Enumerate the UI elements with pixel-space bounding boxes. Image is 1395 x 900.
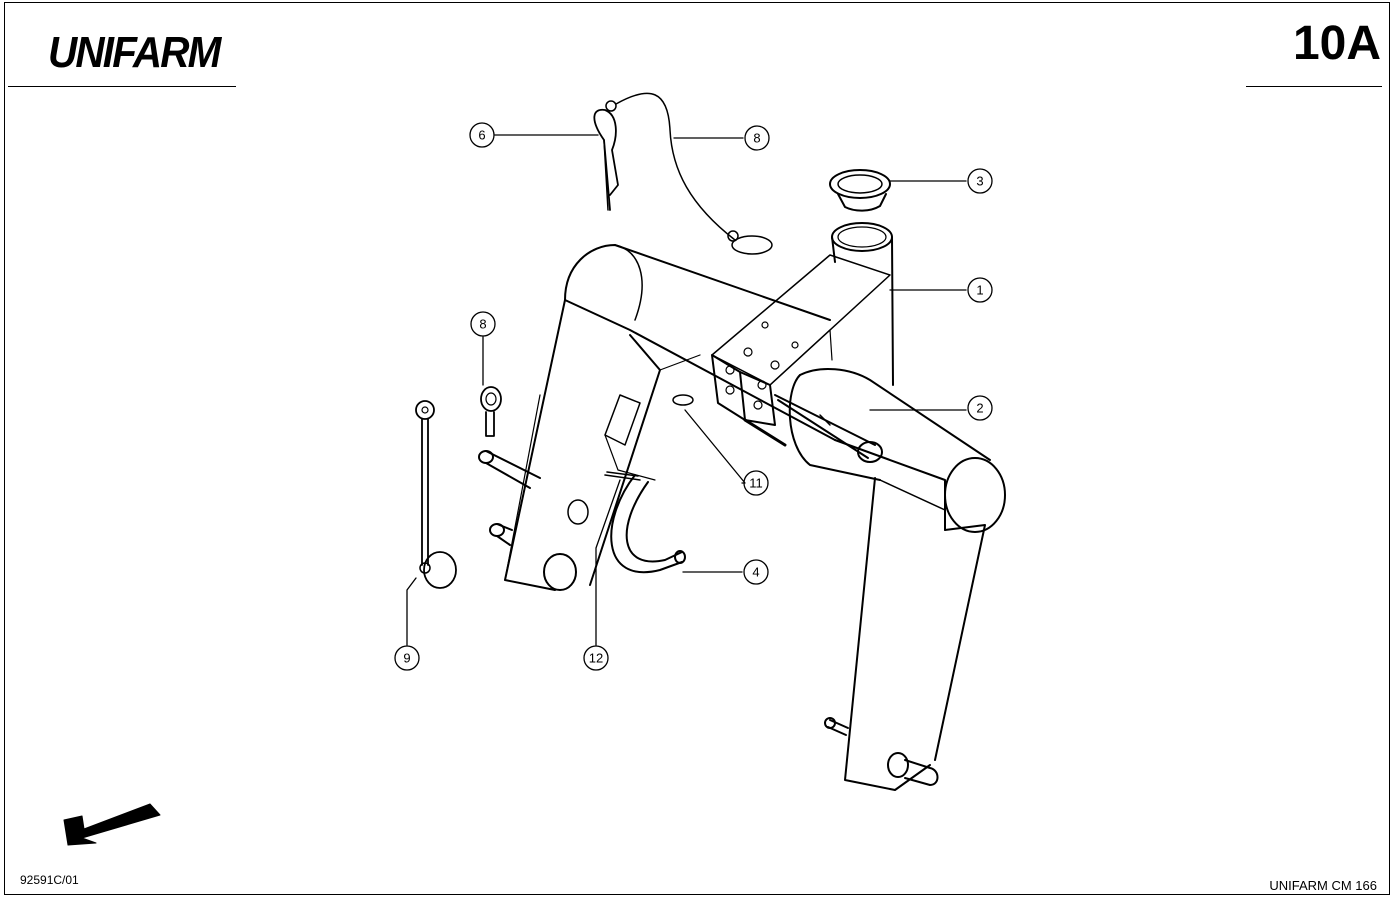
- callout-circle: [743, 470, 769, 496]
- lanyard-part-6: [605, 92, 773, 255]
- bushing-part-3: [829, 169, 891, 212]
- callout-label-11: 11: [749, 476, 763, 491]
- callout-circle: [967, 395, 993, 421]
- page-number: 10A: [1292, 17, 1381, 70]
- page-frame: [4, 2, 1390, 895]
- callout-circle: [394, 645, 420, 671]
- callout-label-9: 9: [403, 651, 410, 666]
- clip-part-12: [604, 471, 641, 481]
- r-clip-part-5: [593, 108, 619, 211]
- page-number-underline: [1246, 86, 1382, 87]
- main-frame-part: [504, 222, 1006, 791]
- callout-circle: [583, 645, 609, 671]
- model-label: UNIFARM CM 166: [1269, 878, 1377, 893]
- callout-circle: [469, 122, 495, 148]
- washer-part-11: [672, 394, 694, 406]
- callout-label-2: 2: [976, 401, 983, 416]
- callout-circle: [470, 311, 496, 337]
- brand-logo: UNIFARM: [48, 28, 221, 77]
- callout-label-6: 8: [753, 131, 760, 146]
- leader-lines: [406, 134, 967, 646]
- callout-circle: [743, 559, 769, 585]
- ring-pin-part-9: [415, 400, 457, 589]
- document-code: 92591C/01: [20, 873, 79, 887]
- callout-circle: [744, 125, 770, 151]
- callout-circles: [394, 122, 993, 671]
- callout-label-5: 6: [478, 128, 485, 143]
- linch-pin-part-8: [480, 386, 502, 437]
- callout-label-3: 3: [976, 174, 983, 189]
- pin-part-2: [774, 394, 883, 463]
- callout-label-12: 12: [589, 651, 603, 666]
- right-leg-pins: [824, 717, 939, 786]
- callout-circle: [967, 277, 993, 303]
- callout-label-8: 8: [479, 317, 486, 332]
- callout-circle: [967, 168, 993, 194]
- brand-underline: [8, 86, 236, 87]
- callout-label-4: 4: [752, 565, 759, 580]
- left-leg-pins: [478, 450, 541, 546]
- callout-label-1: 1: [976, 283, 983, 298]
- direction-arrow-icon: [63, 803, 161, 846]
- hose-part-4: [610, 474, 686, 574]
